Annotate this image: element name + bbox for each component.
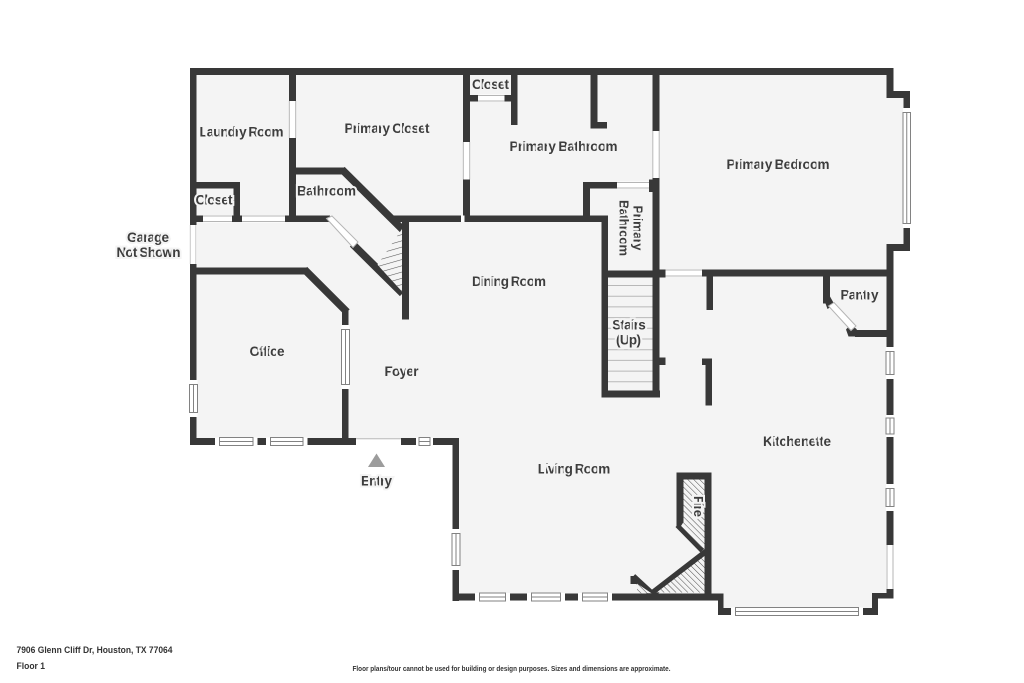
svg-text:Office: Office <box>250 344 285 359</box>
svg-text:Primary Bedroom: Primary Bedroom <box>727 157 830 172</box>
svg-text:Fire: Fire <box>691 496 706 517</box>
svg-text:Primary Bathroom: Primary Bathroom <box>510 139 618 154</box>
svg-text:Living Room: Living Room <box>538 462 611 477</box>
svg-text:Entry: Entry <box>361 474 392 489</box>
svg-text:Garage: Garage <box>127 230 169 245</box>
svg-text:7906 Glenn Cliff Dr, Houston,: 7906 Glenn Cliff Dr, Houston, TX 77064 <box>17 645 174 656</box>
svg-text:Closet: Closet <box>472 77 510 92</box>
svg-text:Closet: Closet <box>196 193 234 208</box>
svg-text:Bathroom: Bathroom <box>617 200 632 256</box>
svg-text:(Up): (Up) <box>616 333 641 348</box>
svg-text:Foyer: Foyer <box>385 364 420 379</box>
svg-text:Floor 1: Floor 1 <box>17 661 46 672</box>
svg-text:Not Shown: Not Shown <box>117 245 181 260</box>
svg-text:Bathroom: Bathroom <box>297 184 356 199</box>
svg-text:Floor plans/tour cannot be use: Floor plans/tour cannot be used for buil… <box>353 664 671 673</box>
svg-text:Dining Room: Dining Room <box>472 274 546 289</box>
svg-text:Primary Closet: Primary Closet <box>345 121 431 136</box>
svg-text:Laundry Room: Laundry Room <box>200 125 284 140</box>
svg-text:Pantry: Pantry <box>841 288 879 303</box>
svg-text:Kitchenette: Kitchenette <box>763 434 831 449</box>
svg-text:Primary: Primary <box>631 206 646 252</box>
svg-text:Stairs: Stairs <box>612 318 646 333</box>
